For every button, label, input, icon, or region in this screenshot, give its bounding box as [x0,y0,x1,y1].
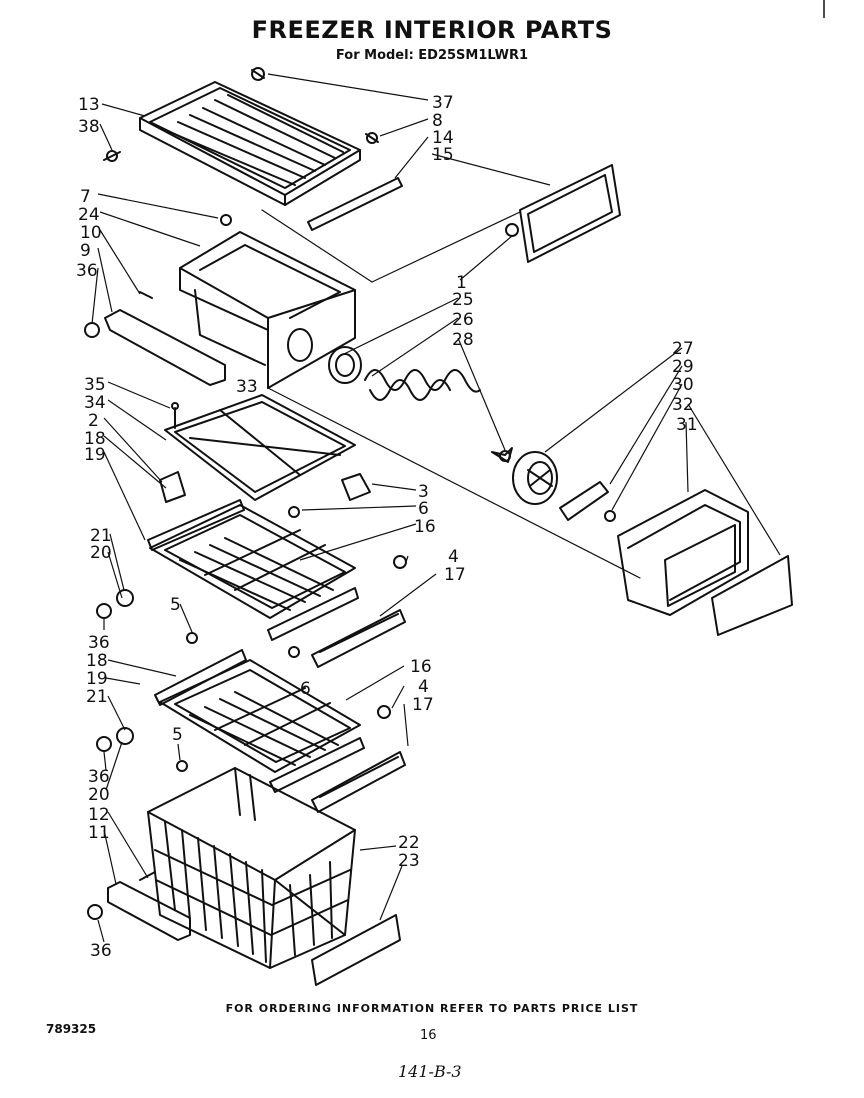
wire-basket-22 [147,767,356,969]
callout-9: 9 [80,241,91,261]
bracket-2 [159,471,186,503]
wheel-27 [512,451,558,505]
dispenser-door-32 [711,555,793,636]
callout-1: 1 [456,273,467,293]
ice-bin-housing [179,231,356,389]
callout-30: 30 [672,375,694,395]
clip-7 [220,214,232,226]
clip-5-upper [186,632,198,644]
callout-37: 37 [432,93,454,113]
rail-17-lower [311,751,406,813]
clip-6-upper [288,506,300,518]
document-number: 789325 [46,1022,97,1036]
callout-33: 33 [236,377,258,397]
callout-29: 29 [672,357,694,377]
callout-11: 11 [88,823,110,843]
callout-5: 5 [170,595,181,615]
callout-19-low: 19 [86,669,108,689]
clip-8 [365,132,379,144]
coupler-28 [491,447,513,463]
clip-4-upper [393,555,407,569]
callout-36: 36 [76,261,98,281]
dispenser-bucket-31 [617,489,749,616]
callout-20-low: 20 [88,785,110,805]
lever-29 [559,481,616,522]
callout-27: 27 [672,339,694,359]
callout-34: 34 [84,393,106,413]
callout-25: 25 [452,290,474,310]
callout-13: 13 [78,95,100,115]
callout-23: 23 [398,851,420,871]
screw-35 [171,402,179,429]
callout-16: 16 [414,517,436,537]
cap-36-top [84,322,100,338]
ordering-note: FOR ORDERING INFORMATION REFER TO PARTS … [225,1002,639,1015]
callout-12: 12 [88,805,110,825]
callout-20: 20 [90,543,112,563]
cap-36-low [96,736,112,752]
callout-4-low: 4 [418,677,429,697]
upper-slide-shelf [147,499,359,641]
clip-1 [505,223,519,237]
handwritten-note: 141-B-3 [398,1062,462,1081]
auger-spring-26 [364,369,481,401]
callout-18-low: 18 [86,651,108,671]
cap-36-mid [96,603,112,619]
callout-21-low: 21 [86,687,108,707]
clip-6-lower [288,646,300,658]
callout-19: 19 [84,445,106,465]
callout-26: 26 [452,310,474,330]
callout-28: 28 [452,330,474,350]
callout-3: 3 [418,482,429,502]
callout-36-low: 36 [88,767,110,787]
clip-5-lower [176,760,188,772]
clip-37 [251,67,265,81]
door-panel-15 [519,164,621,263]
divider-plate-34 [164,394,356,501]
cap-36-bottom [87,904,103,920]
page-number: 16 [420,1028,437,1043]
callout-17-low: 17 [412,695,434,715]
callout-21: 21 [90,526,112,546]
callout-15: 15 [432,145,454,165]
callout-14: 14 [432,128,454,148]
callout-31: 31 [676,415,698,435]
callout-35: 35 [84,375,106,395]
callout-32: 32 [672,395,694,415]
callout-22: 22 [398,833,420,853]
model-subtitle: For Model: ED25SM1LWR1 [335,48,529,63]
drive-cap-25 [328,346,362,384]
callout-36-mid: 36 [88,633,110,653]
callout-4: 4 [448,547,459,567]
callout-36-bottom: 36 [90,941,112,961]
clip-38 [103,150,121,162]
callout-24: 24 [78,205,100,225]
callout-7: 7 [80,187,91,207]
bracket-3 [341,473,371,501]
clip-4-lower [377,705,391,719]
bracket-9 [104,291,226,386]
rod-14 [307,177,403,231]
callout-2: 2 [88,411,99,431]
front-trim-23 [311,914,401,986]
bracket-11 [107,871,191,941]
callout-5-low: 5 [172,725,183,745]
callout-6: 6 [418,499,429,519]
roller-20 [116,589,134,607]
page-title: FREEZER INTERIOR PARTS [251,16,613,44]
top-shelf [139,81,361,206]
callout-6-low: 6 [300,679,311,699]
callout-17: 17 [444,565,466,585]
callout-18: 18 [84,429,106,449]
callout-8: 8 [432,111,443,131]
callout-38: 38 [78,117,100,137]
roller-20-low [116,727,134,745]
corner-mark [823,0,825,18]
callout-10: 10 [80,223,102,243]
lower-slide-shelf [154,649,365,793]
rail-17-upper [311,609,406,668]
callout-16-low: 16 [410,657,432,677]
